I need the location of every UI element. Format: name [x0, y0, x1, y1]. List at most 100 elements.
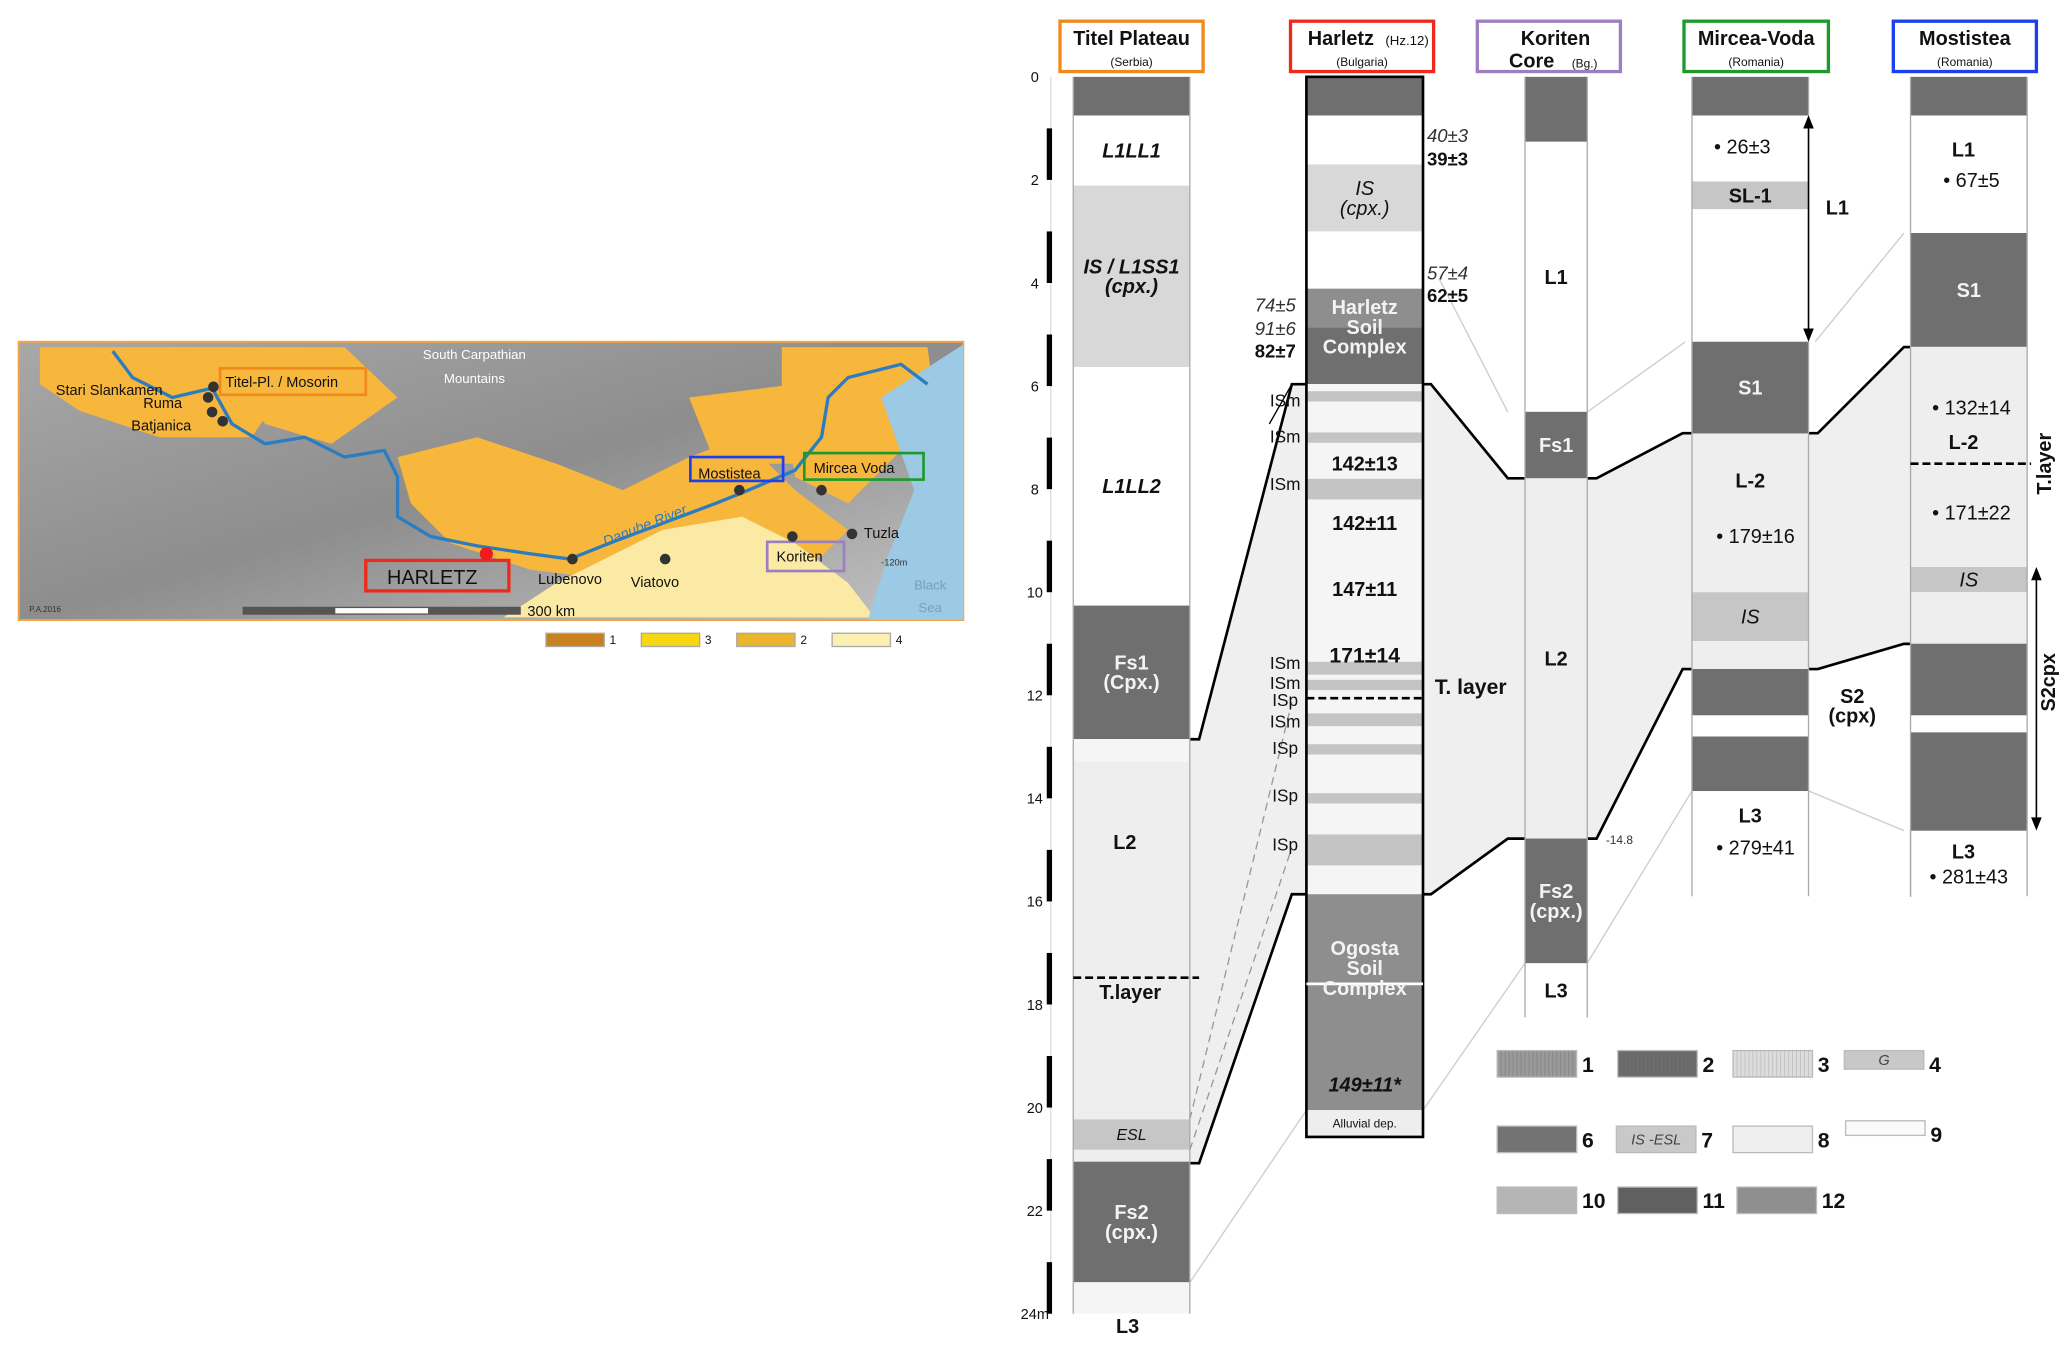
map-label-depth: -120m	[881, 558, 908, 568]
correlation-lines	[1189, 232, 1911, 1283]
mostistea-site-box	[689, 455, 785, 483]
column-country: (Bulgaria)	[1336, 55, 1388, 69]
legend-number: 2	[1703, 1054, 1715, 1077]
annotation: 149±11*	[1329, 1075, 1403, 1097]
legend-number: 6	[1582, 1129, 1594, 1152]
layer-dark	[1073, 76, 1190, 116]
layer-mid	[1306, 894, 1423, 1111]
map-label-ruma: Ruma	[143, 396, 183, 412]
layer-label: Alluvial dep.	[1333, 1117, 1397, 1131]
paleosol-band	[1306, 713, 1423, 727]
map-legend-label: 3	[705, 633, 712, 647]
axis-tick-label: 4	[1031, 276, 1039, 292]
annotation: T. layer	[1435, 676, 1507, 699]
axis-scale-bar	[1046, 128, 1053, 180]
legend-number: 11	[1703, 1190, 1726, 1213]
layer-label: Fs2(cpx.)	[1530, 881, 1583, 923]
column-country: (Romania)	[1728, 55, 1784, 69]
map-label-batjanica: Batjanica	[131, 419, 192, 435]
paleosol-band	[1306, 679, 1423, 691]
axis-tick-label: 0	[1031, 70, 1039, 86]
map-legend-swatch	[640, 632, 701, 648]
label-line: Fs1	[1114, 652, 1148, 674]
layer-light	[1073, 761, 1190, 1120]
label-line: Soil	[1346, 317, 1382, 339]
legend-number: 12	[1822, 1190, 1846, 1213]
layer-label: S1	[1957, 280, 1981, 302]
layer-vlight	[1073, 739, 1190, 762]
axis-scale-bar	[1046, 334, 1053, 387]
layer-white	[1910, 830, 2028, 897]
annotation: • 132±14	[1932, 398, 2011, 420]
paleosol-band	[1306, 661, 1423, 675]
axis-tick-label: 22	[1027, 1204, 1043, 1220]
column-title: Mostistea	[1919, 28, 2012, 50]
column-harletz: Harletz(Hz.12)(Bulgaria)IS(cpx.)Alluvial…	[1288, 19, 1436, 1139]
paleosol-band-label: ISm	[1270, 426, 1301, 446]
axis-scale-bar	[1046, 1262, 1053, 1314]
column-title: Harletz	[1308, 28, 1374, 50]
annotation: L1	[1952, 139, 1975, 161]
legend-swatch-4	[1843, 1049, 1925, 1070]
label-line: (cpx.)	[1530, 901, 1583, 923]
map-label-mircea: Mircea Voda	[814, 461, 896, 477]
layer-white	[1525, 963, 1588, 1018]
layer-white	[1691, 115, 1809, 182]
label-line: Ogosta	[1330, 938, 1399, 960]
layer-dark	[1073, 605, 1190, 740]
paleosol-band	[1306, 391, 1423, 402]
layer-gray	[1691, 592, 1809, 642]
axis-tick-label: 20	[1027, 1101, 1043, 1117]
map-label-tuzla: Tuzla	[864, 526, 900, 542]
arrow-head	[1803, 328, 1814, 342]
axis-tick-label: 16	[1027, 895, 1043, 911]
map-label-black2: Sea	[918, 600, 942, 615]
correlation-line-bottom	[1808, 642, 1911, 671]
column-title: Titel Plateau	[1073, 28, 1190, 50]
layer-dark	[1910, 76, 2028, 116]
label-line: S2	[1840, 686, 1864, 708]
map-legend-swatch	[736, 632, 796, 648]
annotation: S2(cpx)	[1829, 686, 1876, 728]
map-label-lubenovo: Lubenovo	[538, 572, 602, 588]
annotation: S2cpx	[2038, 653, 2060, 712]
layer-label: Fs1(Cpx.)	[1103, 652, 1159, 694]
map-legend-label: 2	[800, 633, 807, 647]
legend-number: 8	[1818, 1129, 1830, 1152]
layer-dark	[1073, 1161, 1190, 1283]
layer-label: IS / L1SS1(cpx.)	[1084, 256, 1180, 298]
correlation-fill	[1422, 384, 1526, 895]
column-header-frame	[1475, 19, 1623, 74]
axis-tick-label: 6	[1031, 379, 1039, 395]
annotation: 142±11	[1332, 513, 1397, 535]
paleosol-band-label: ISm	[1270, 391, 1301, 411]
paleosol-band	[1306, 744, 1423, 755]
label-line: (cpx)	[1829, 706, 1876, 728]
correlation-thin-line	[1586, 790, 1693, 964]
harletz-site-box	[364, 558, 511, 593]
layer-vlight	[1073, 1282, 1190, 1314]
layer-light	[1691, 433, 1809, 593]
axis-scale-bar	[1046, 540, 1053, 593]
legend-swatch-text: G	[1878, 1053, 1889, 1069]
axis-scale-bar	[1046, 952, 1053, 1005]
label-line: Complex	[1323, 337, 1407, 359]
layer-label: Fs1	[1539, 435, 1573, 457]
mircea-site-box	[802, 451, 925, 481]
column-title-line2: Core	[1509, 51, 1554, 73]
label-line: Harletz	[1332, 297, 1398, 319]
layer-dark	[1691, 736, 1809, 792]
layer-light	[1073, 1149, 1190, 1162]
paleosol-band-label: ISm	[1270, 474, 1301, 494]
axis-scale-bar	[1046, 643, 1053, 696]
correlation-dashed-line	[1189, 702, 1293, 1120]
scale-bar-segment	[335, 608, 429, 614]
column-header-frame	[1891, 19, 2039, 74]
legend-swatch-6	[1496, 1125, 1578, 1154]
annotation: L-2	[1735, 471, 1765, 493]
layer-dark	[1691, 76, 1809, 116]
map-legend-swatch	[831, 632, 892, 648]
layer-label: Fs2(cpx.)	[1105, 1202, 1158, 1244]
arrow-head	[2031, 817, 2042, 831]
